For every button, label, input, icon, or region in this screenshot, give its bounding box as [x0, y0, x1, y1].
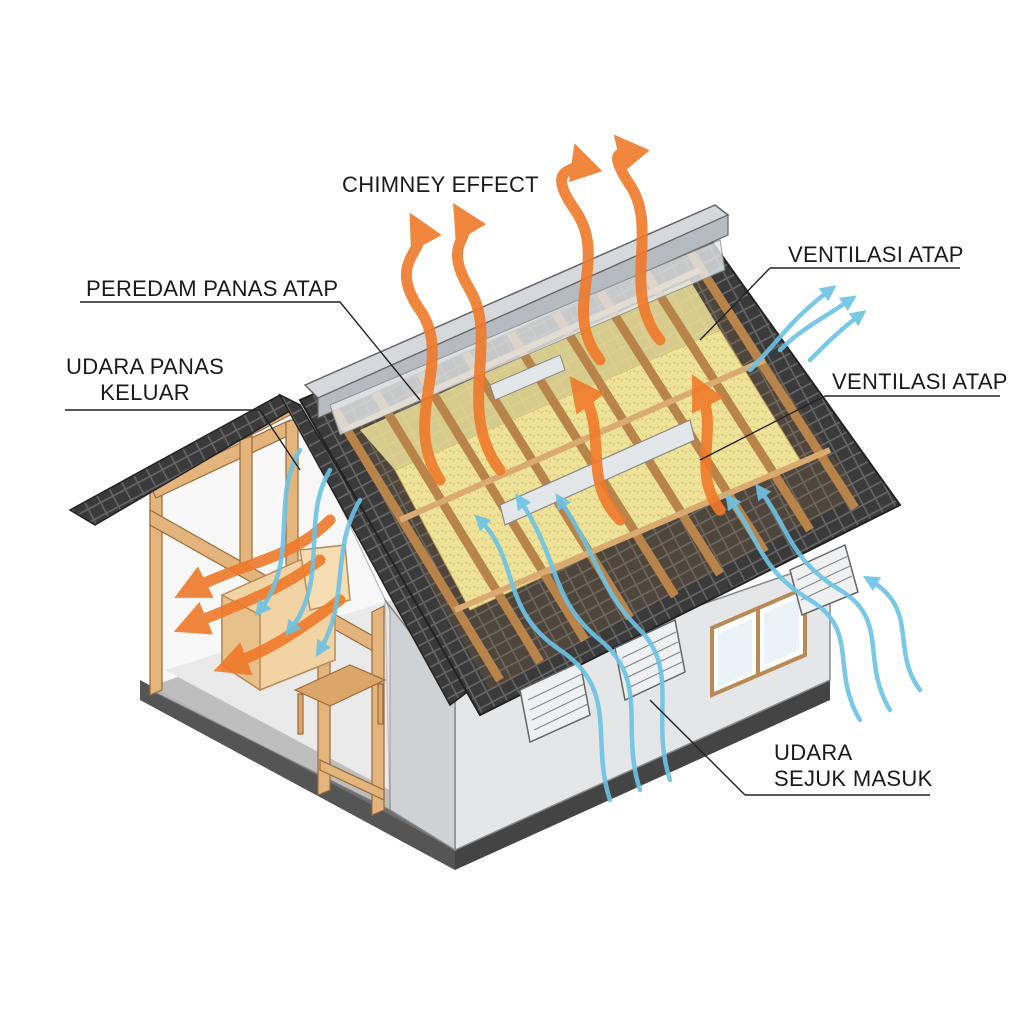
- label-ventilasi-top-text: VENTILASI ATAP: [788, 242, 964, 267]
- label-udara-panas-line2: KELUAR: [100, 380, 190, 405]
- cool-air-flow: [254, 285, 923, 803]
- label-udara-panas-keluar: UDARA PANAS KELUAR: [66, 354, 224, 406]
- label-peredam-text: PEREDAM PANAS ATAP: [86, 276, 339, 301]
- label-chimney-effect-text: CHIMNEY EFFECT: [342, 172, 539, 197]
- soffit-vent-louvres: [527, 555, 853, 731]
- label-ventilasi-atap-mid: VENTILASI ATAP: [832, 369, 1008, 395]
- leader-lines: [65, 267, 1000, 796]
- label-udara-panas-line1: UDARA PANAS: [66, 354, 225, 379]
- wall-window: [710, 584, 807, 699]
- label-peredam-panas-atap: PEREDAM PANAS ATAP: [86, 276, 338, 302]
- table: [293, 664, 387, 735]
- label-udara-sejuk-masuk: UDARA SEJUK MASUK: [774, 740, 933, 792]
- label-udara-sejuk-line2: SEJUK MASUK: [774, 766, 933, 791]
- label-ventilasi-mid-text: VENTILASI ATAP: [832, 369, 1008, 394]
- label-ventilasi-atap-top: VENTILASI ATAP: [788, 242, 964, 268]
- label-udara-sejuk-line1: UDARA: [774, 740, 853, 765]
- hot-air-flow: [173, 134, 726, 676]
- label-chimney-effect: CHIMNEY EFFECT: [342, 172, 539, 198]
